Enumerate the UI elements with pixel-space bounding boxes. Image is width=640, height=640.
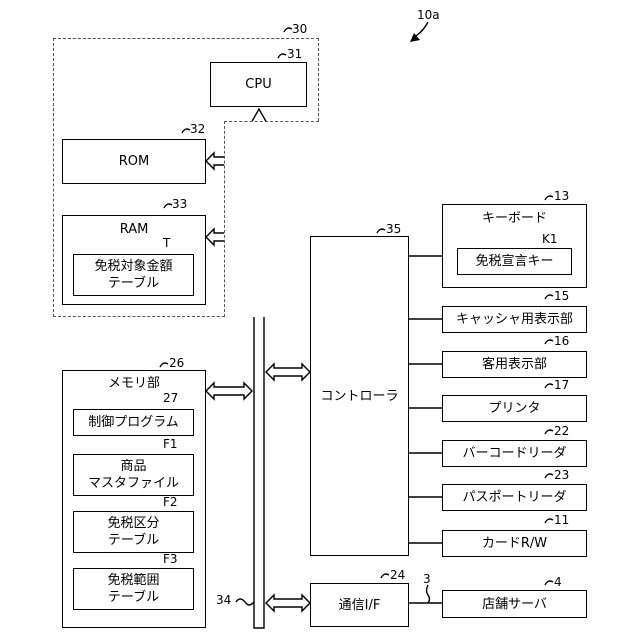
printer-label: プリンタ [443, 396, 586, 421]
ref-rom: 32 [190, 122, 205, 136]
ref-ram: 33 [172, 197, 187, 211]
tax-range-table-label: 免税範囲 テーブル [74, 569, 193, 609]
tax-category-table-box: 免税区分 テーブル [73, 511, 194, 553]
comm-interface-label: 通信I/F [311, 584, 408, 626]
tax-category-table-label: 免税区分 テーブル [74, 512, 193, 552]
ref-comm-if: 24 [390, 568, 405, 582]
ref-cashier-display: 15 [554, 289, 569, 303]
ref-cpu: 31 [287, 47, 302, 61]
cashier-display-label: キャッシャ用表示部 [443, 307, 586, 332]
barcode-reader-label: バーコードリーダ [443, 441, 586, 466]
keyboard-label: キーボード [443, 211, 586, 227]
ref-controller: 35 [386, 222, 401, 236]
ref-passport-reader: 23 [554, 468, 569, 482]
memory-label: メモリ部 [63, 376, 205, 392]
barcode-reader-box: バーコードリーダ [442, 440, 587, 467]
ref-figure: 10a [417, 8, 440, 22]
tax-declaration-key-label: 免税宣言キー [458, 249, 571, 274]
control-program-label: 制御プログラム [74, 410, 193, 435]
comm-interface-box: 通信I/F [310, 583, 409, 627]
ref-memory: 26 [169, 356, 184, 370]
ref-network: 3 [423, 572, 431, 586]
control-unit-group-notch [224, 121, 319, 317]
memory-bus-arrow [206, 383, 252, 399]
passport-reader-label: パスポートリーダ [443, 485, 586, 510]
printer-box: プリンタ [442, 395, 587, 422]
cpu-label: CPU [211, 63, 306, 106]
store-server-label: 店舗サーバ [443, 591, 586, 617]
ref-tax-key: K1 [542, 232, 558, 246]
ref-group-30: 30 [292, 22, 307, 36]
rom-label: ROM [63, 140, 205, 183]
ref-barcode-reader: 22 [554, 424, 569, 438]
ram-box: RAM 免税対象金額 テーブル [62, 215, 206, 305]
controller-bus-arrow [266, 364, 310, 380]
ref-table-t: T [163, 236, 170, 250]
rom-box: ROM [62, 139, 206, 184]
ref-customer-display: 16 [554, 334, 569, 348]
ref-card-rw: 11 [554, 513, 569, 527]
product-master-label: 商品 マスタファイル [74, 455, 193, 495]
comm-bus-arrow [266, 595, 310, 611]
ref-f3: F3 [163, 552, 178, 566]
ref-program: 27 [163, 391, 178, 405]
ref-printer: 17 [554, 378, 569, 392]
tax-range-table-box: 免税範囲 テーブル [73, 568, 194, 610]
tax-declaration-key-box: 免税宣言キー [457, 248, 572, 275]
card-rw-label: カードR/W [443, 531, 586, 556]
controller-label: コントローラ [311, 237, 408, 555]
product-master-box: 商品 マスタファイル [73, 454, 194, 496]
ref-f1: F1 [163, 437, 178, 451]
card-rw-box: カードR/W [442, 530, 587, 557]
customer-display-label: 客用表示部 [443, 352, 586, 377]
controller-box: コントローラ [310, 236, 409, 556]
cpu-box: CPU [210, 62, 307, 107]
tax-amount-table-label: 免税対象金額 テーブル [74, 255, 193, 295]
ref-f2: F2 [163, 495, 178, 509]
ram-label: RAM [63, 222, 205, 238]
control-program-box: 制御プログラム [73, 409, 194, 436]
ref-keyboard: 13 [554, 189, 569, 203]
passport-reader-box: パスポートリーダ [442, 484, 587, 511]
keyboard-box: キーボード 免税宣言キー [442, 204, 587, 288]
tax-amount-table-box: 免税対象金額 テーブル [73, 254, 194, 296]
cashier-display-box: キャッシャ用表示部 [442, 306, 587, 333]
store-server-box: 店舗サーバ [442, 590, 587, 618]
ref-bus: 34 [216, 593, 231, 607]
customer-display-box: 客用表示部 [442, 351, 587, 378]
memory-box: メモリ部 制御プログラム 商品 マスタファイル 免税区分 テーブル 免税範囲 テ… [62, 370, 206, 628]
ref-store-server: 4 [554, 575, 562, 589]
